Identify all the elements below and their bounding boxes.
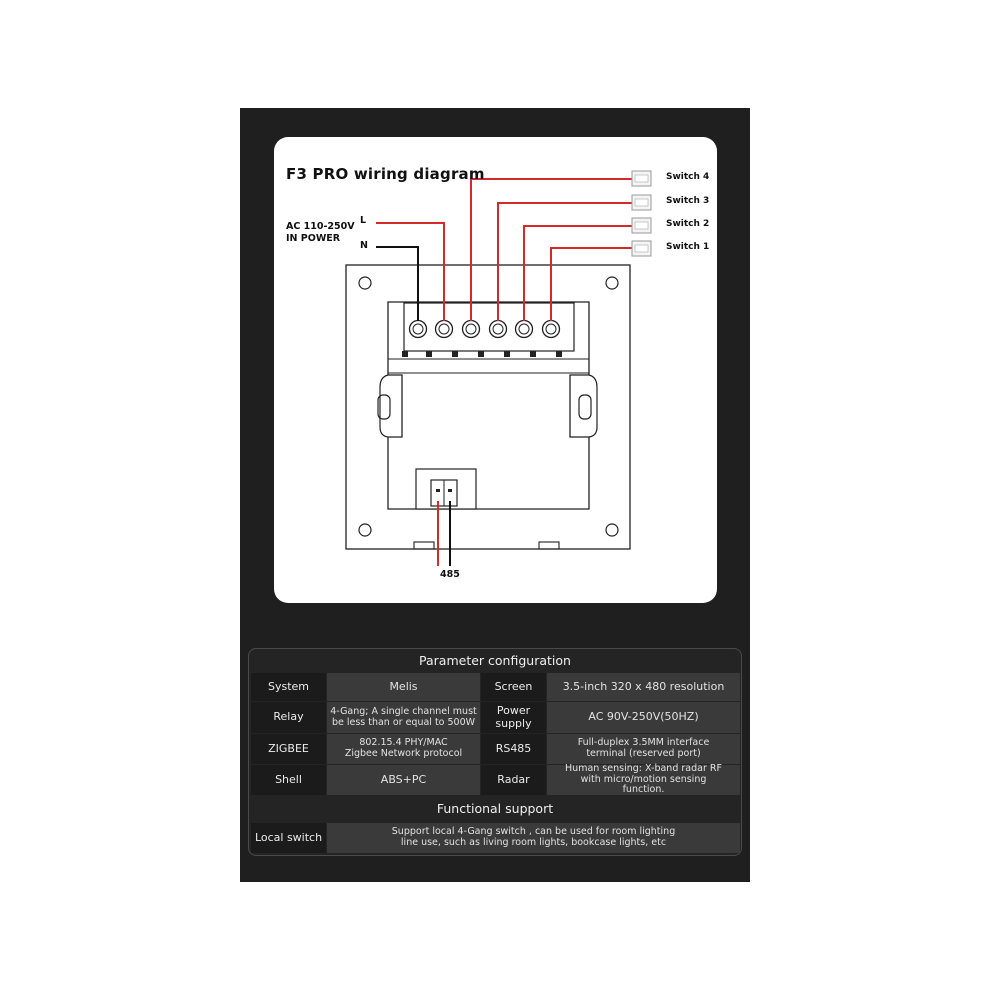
wires-black [376, 246, 451, 566]
wiring-diagram [345, 170, 652, 566]
functional-support-title: Functional support [436, 801, 554, 816]
param-key-power-supply: Power supply [481, 702, 546, 733]
neutral-wire-label: N [360, 240, 368, 251]
param-value-shell: ABS+PC [327, 765, 480, 795]
mount-hole-br [605, 523, 619, 537]
mount-hole-tl [358, 276, 372, 290]
power-label-line1: AC 110-250V [286, 221, 355, 232]
param-value-screen: 3.5-inch 320 x 480 resolution [547, 673, 740, 701]
switch-3-label: Switch 3 [666, 196, 710, 206]
parameter-table: Parameter configuration System Melis Scr… [248, 648, 742, 856]
func-key-local-switch: Local switch [251, 823, 326, 853]
parameter-table-title: Parameter configuration [419, 653, 571, 668]
switch-icons [631, 170, 652, 257]
param-value-power-supply: AC 90V-250V(50HZ) [547, 702, 740, 733]
param-key-radar: Radar [481, 765, 546, 795]
param-value-zigbee: 802.15.4 PHY/MAC Zigbee Network protocol [327, 734, 480, 764]
terminal-teeth [402, 351, 562, 357]
param-key-screen: Screen [481, 673, 546, 701]
param-key-rs485: RS485 [481, 734, 546, 764]
param-value-rs485: Full-duplex 3.5MM interface terminal (re… [547, 734, 740, 764]
param-value-system: Melis [327, 673, 480, 701]
param-value-radar: Human sensing: X-band radar RF with micr… [547, 763, 740, 795]
func-value-local-switch: Support local 4-Gang switch , can be use… [327, 823, 740, 853]
live-wire-label: L [360, 215, 367, 226]
param-value-relay: 4-Gang; A single channel must be less th… [327, 702, 480, 733]
side-clip-right [578, 394, 592, 420]
mount-hole-bl [358, 523, 372, 537]
bottom-tab-left [413, 541, 435, 550]
mount-hole-tr [605, 276, 619, 290]
side-clip-left [377, 394, 391, 420]
param-key-relay: Relay [251, 702, 326, 733]
rs485-label: 485 [440, 569, 460, 580]
diagram-title: F3 PRO wiring diagram [286, 165, 485, 183]
param-key-system: System [251, 673, 326, 701]
wiring-diagram-card: F3 PRO wiring diagram AC 110-250V IN POW… [274, 137, 717, 603]
switch-1-label: Switch 1 [666, 242, 710, 252]
switch-4-label: Switch 4 [666, 172, 710, 182]
power-label-line2: IN POWER [286, 233, 341, 244]
bottom-tab-right [538, 541, 560, 550]
param-key-zigbee: ZIGBEE [251, 734, 326, 764]
param-key-shell: Shell [251, 765, 326, 795]
wires-red [376, 178, 632, 566]
switch-2-label: Switch 2 [666, 219, 710, 229]
